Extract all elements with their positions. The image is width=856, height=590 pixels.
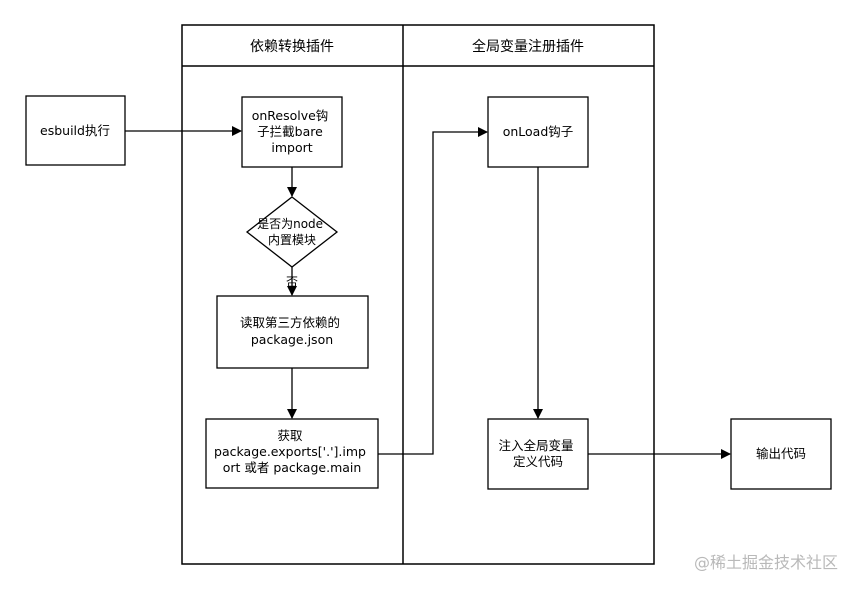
- node-read-package-json-line-1: 读取第三方依赖的: [240, 315, 340, 330]
- node-on-load-line-1: onLoad钩子: [503, 124, 574, 139]
- node-inject-globals-line-2: 定义代码: [513, 454, 563, 469]
- watermark-text: @稀土掘金技术社区: [694, 553, 838, 572]
- svg-text:读取第三方依赖的 package.json: 读取第三方依赖的 package.json: [240, 315, 344, 347]
- node-esbuild-exec-line-1: esbuild执行: [40, 123, 110, 138]
- node-is-node-builtin-decision: 是否为node 内置模块: [245, 196, 339, 268]
- node-esbuild-exec: esbuild执行: [25, 95, 126, 166]
- svg-text:是否为node 内置模块: 是否为node 内置模块: [257, 217, 327, 247]
- node-output-code-line-1: 输出代码: [756, 446, 806, 461]
- node-get-exports-line-3: ort 或者 package.main: [223, 460, 362, 475]
- node-get-exports: 获取 package.exports['.'].imp ort 或者 packa…: [205, 418, 379, 489]
- node-inject-globals: 注入全局变量 定义代码: [487, 418, 589, 490]
- svg-text:onResolve钩 子拦截bare: onResolve钩 子拦截bare import: [252, 108, 333, 155]
- svg-text:输出代码: 输出代码: [756, 446, 806, 461]
- node-is-node-builtin-line-2: 内置模块: [268, 233, 316, 247]
- node-is-node-builtin-line-1: 是否为node: [257, 217, 323, 231]
- node-inject-globals-line-1: 注入全局变量: [499, 438, 574, 453]
- svg-text:获取 package.exports['.'].: 获取 package.exports['.'].imp ort 或者 packa…: [214, 428, 370, 475]
- svg-text:esbuild执行: esbuild执行: [40, 123, 110, 138]
- lane-title-global-var-register: 全局变量注册插件: [472, 38, 584, 55]
- node-on-resolve: onResolve钩 子拦截bare import: [241, 96, 343, 168]
- node-on-resolve-line-3: import: [271, 140, 312, 155]
- node-get-exports-line-1: 获取: [278, 428, 304, 443]
- node-on-resolve-line-1: onResolve钩: [252, 108, 329, 123]
- lane-title-dependency-transform: 依赖转换插件: [250, 38, 334, 55]
- swimlane-pool: [181, 24, 655, 565]
- edge-get-exports-to-onload: [378, 127, 488, 455]
- node-get-exports-line-2: package.exports['.'].imp: [214, 444, 366, 459]
- node-read-package-json: 读取第三方依赖的 package.json: [216, 295, 369, 369]
- node-output-code: 输出代码: [730, 418, 832, 490]
- node-on-resolve-line-2: 子拦截bare: [257, 124, 323, 139]
- node-read-package-json-line-2: package.json: [251, 332, 333, 347]
- svg-text:注入全局变量 定义代码: 注入全局变量 定义代码: [499, 438, 578, 469]
- svg-text:onLoad钩子: onLoad钩子: [503, 124, 574, 139]
- node-on-load: onLoad钩子: [487, 96, 589, 168]
